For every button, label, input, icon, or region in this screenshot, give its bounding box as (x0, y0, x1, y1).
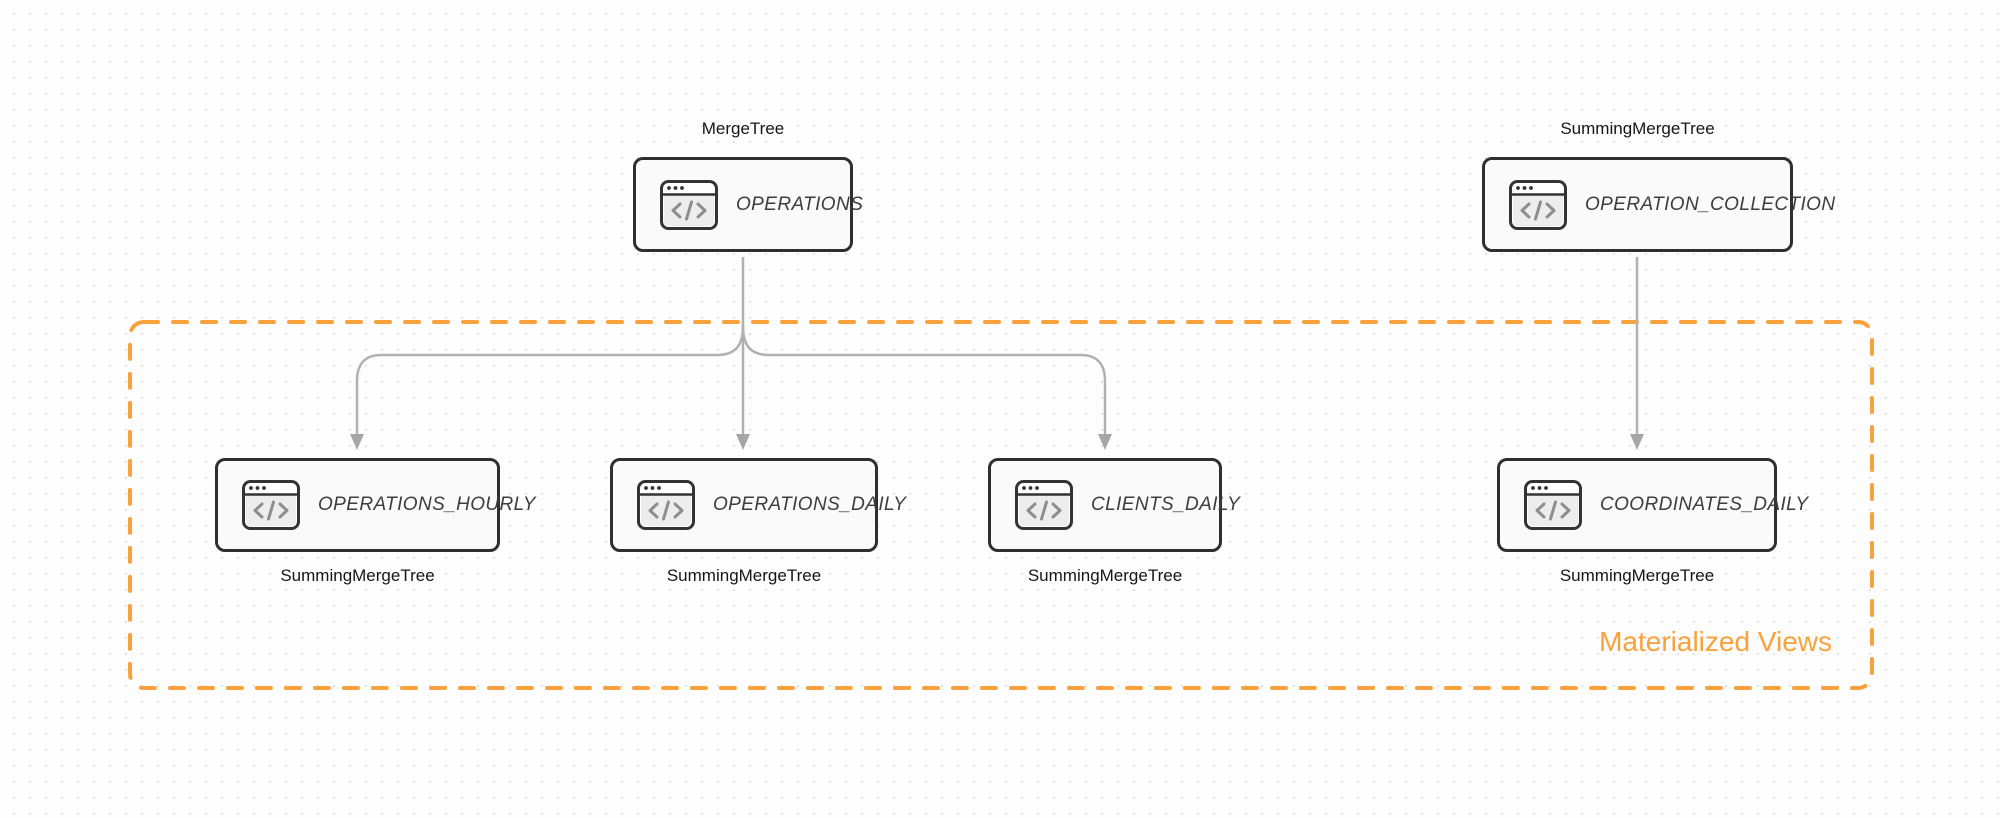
engine-label: SummingMergeTree (1559, 566, 1715, 585)
code-window-icon (1509, 179, 1567, 230)
edge-operations-to-operations-hourly (350, 324, 745, 450)
code-window-icon (660, 179, 718, 230)
node-operation-collection: SummingMergeTree OPERATION_COL (1482, 119, 1835, 252)
engine-label: SummingMergeTree (1027, 566, 1183, 585)
arrowhead-icon (1098, 434, 1112, 450)
node-title: OPERATION_COLLECTION (1585, 193, 1836, 215)
node-title: OPERATIONS_HOURLY (318, 494, 536, 515)
edge-operations-to-operations-daily (736, 257, 750, 450)
node-box: OPERATION_COLLECTION (1482, 157, 1835, 252)
engine-label: SummingMergeTree (1560, 119, 1715, 138)
materialized-views-group-label: Materialized Views (1599, 626, 1832, 657)
node-title: COORDINATES_DAILY (1600, 494, 1809, 515)
code-window-icon (637, 480, 695, 530)
node-title: OPERATIONS_DAILY (713, 494, 907, 515)
engine-label: SummingMergeTree (666, 566, 822, 585)
node-coordinates-daily: COORDINATES_DAILY SummingMergeTree (1497, 458, 1808, 585)
node-operations-hourly: OPERATIONS_HOURLY SummingMergeTree (215, 458, 536, 585)
node-operations: MergeTree OPERATIONS (633, 119, 863, 252)
arrowhead-icon (350, 434, 364, 450)
code-window-icon (1015, 480, 1073, 530)
engine-label: MergeTree (701, 119, 785, 138)
node-box: OPERATIONS_DAILY (610, 458, 906, 552)
node-title: CLIENTS_DAILY (1091, 494, 1241, 515)
node-box: OPERATIONS (633, 157, 863, 252)
node-title: OPERATIONS (736, 193, 864, 215)
edge-operations-to-clients-daily (741, 324, 1112, 450)
node-operations-daily: OPERATIONS_DAILY SummingMergeTree (610, 458, 906, 585)
engine-label: SummingMergeTree (280, 566, 435, 585)
code-window-icon (242, 480, 300, 530)
arrowhead-icon (736, 434, 750, 450)
node-box: COORDINATES_DAILY (1497, 458, 1808, 552)
edge-operation-collection-to-coordinates-daily (1630, 257, 1644, 450)
arrowhead-icon (1630, 434, 1644, 450)
node-box: OPERATIONS_HOURLY (215, 458, 536, 552)
node-box: CLIENTS_DAILY (988, 458, 1240, 552)
code-window-icon (1524, 480, 1582, 530)
node-clients-daily: CLIENTS_DAILY SummingMergeTree (988, 458, 1240, 585)
